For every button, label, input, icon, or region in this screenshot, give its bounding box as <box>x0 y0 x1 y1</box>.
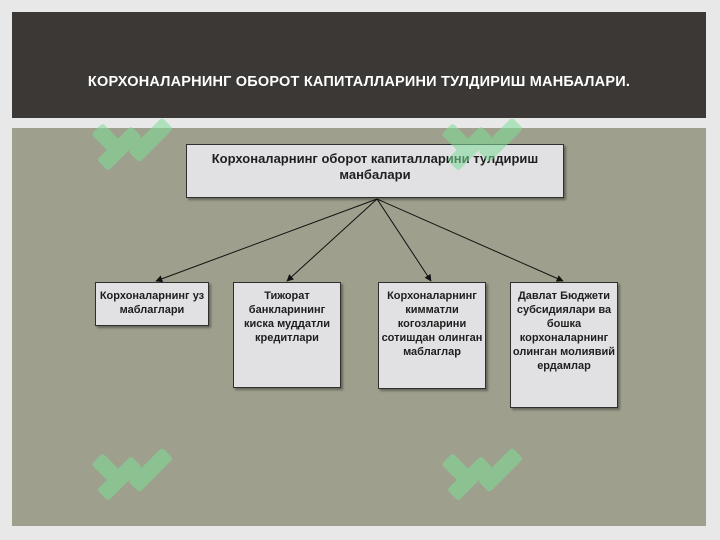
connector-2 <box>286 198 378 282</box>
child-node-bank-credits: Тижорат банкларининг киска муддатли кред… <box>233 282 341 388</box>
connector-4 <box>376 198 564 282</box>
root-node: Корхоналарнинг оборот капиталларини тулд… <box>186 144 564 198</box>
title-bar: КОРХОНАЛАРНИНГ ОБОРОТ КАПИТАЛЛАРИНИ ТУЛД… <box>12 12 706 118</box>
child-node-securities-sales: Корхоналарнинг кимматли когозларини соти… <box>378 282 486 389</box>
connector-3 <box>376 198 432 282</box>
child-node-own-funds: Корхоналарнинг уз маблаглари <box>95 282 209 326</box>
page-title: КОРХОНАЛАРНИНГ ОБОРОТ КАПИТАЛЛАРИНИ ТУЛД… <box>87 74 631 90</box>
connector-1 <box>155 198 378 283</box>
child-node-state-subsidies: Давлат Бюджети субсидиялари ва бошка кор… <box>510 282 618 408</box>
